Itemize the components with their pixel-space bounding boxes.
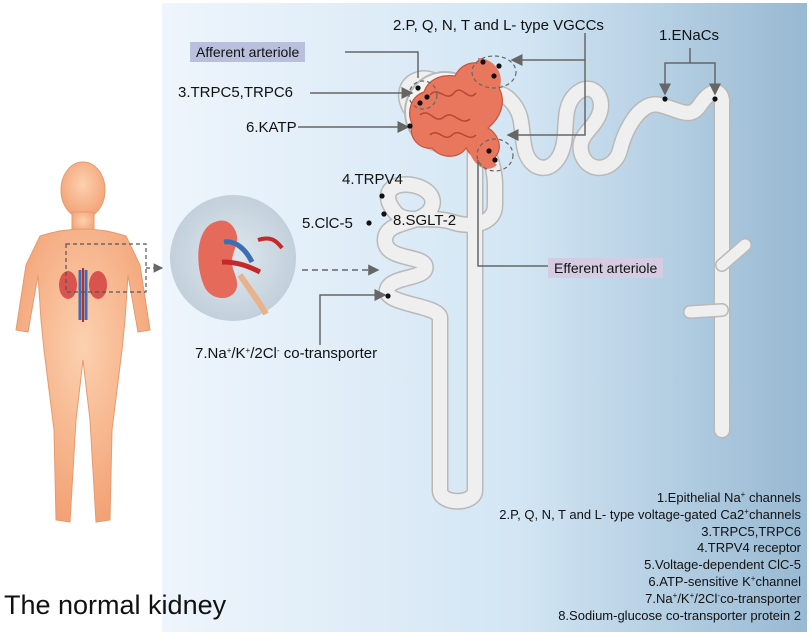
label-nkcc-sup: - bbox=[276, 346, 280, 355]
legend-item: 8.Sodium-glucose co-transporter protein … bbox=[558, 607, 801, 623]
label-nkcc-part: /2Cl bbox=[250, 345, 277, 362]
label-efferent-arteriole: Efferent arteriole bbox=[548, 258, 664, 278]
label-trpv4: 4.TRPV4 bbox=[342, 171, 403, 188]
legend-text: channels bbox=[745, 490, 801, 505]
label-trpc: 3.TRPC5,TRPC6 bbox=[178, 84, 294, 101]
legend-item: 3.TRPC5,TRPC6 bbox=[701, 523, 801, 539]
label-nkcc-part: 7.Na bbox=[195, 345, 227, 362]
connector-lines bbox=[298, 33, 721, 345]
legend-item: 2.P, Q, N, T and L- type voltage-gated C… bbox=[499, 507, 801, 524]
kidney-zoom-circle bbox=[170, 195, 296, 321]
legend-sup: + bbox=[689, 590, 695, 600]
label-enacs: 1.ENaCs bbox=[659, 27, 720, 44]
legend-text: 2.P, Q, N, T and L- type voltage-gated C… bbox=[499, 506, 745, 522]
label-nkcc-sup: + bbox=[226, 346, 232, 355]
legend-text: /K bbox=[677, 590, 690, 606]
label-vgcc: 2.P, Q, N, T and L- type VGCCs bbox=[393, 17, 604, 34]
legend: 1.Epithelial Na+ channels 2.P, Q, N, T a… bbox=[499, 490, 801, 624]
label-nkcc: 7.Na+/K+/2Cl- co-transporter bbox=[195, 346, 377, 362]
legend-sup: + bbox=[744, 506, 749, 516]
channel-dots bbox=[366, 59, 718, 299]
legend-sup: + bbox=[672, 590, 678, 600]
legend-item: 1.Epithelial Na+ channels bbox=[499, 490, 801, 507]
legend-text: 1.Epithelial Na bbox=[656, 490, 741, 505]
legend-text: channel bbox=[755, 573, 801, 589]
label-sglt2: 8.SGLT-2 bbox=[393, 212, 457, 229]
label-nkcc-sup: + bbox=[245, 346, 251, 355]
label-clc5: 5.ClC-5 bbox=[302, 215, 353, 232]
legend-item: 6.ATP-sensitive K+channel bbox=[499, 574, 801, 591]
legend-item: 4.TRPV4 receptor bbox=[696, 540, 801, 556]
label-nkcc-part: /K bbox=[231, 345, 246, 362]
legend-item: 7.Na+/K+/2Cl-co-transporter bbox=[499, 591, 801, 608]
label-katp: 6.KATP bbox=[246, 119, 297, 136]
legend-text: channels bbox=[748, 506, 801, 522]
vgcc-focus-ellipse bbox=[471, 55, 517, 89]
legend-text: 6.ATP-sensitive K bbox=[648, 573, 751, 589]
legend-text: 7.Na bbox=[645, 590, 673, 606]
legend-text: co-transporter bbox=[720, 590, 801, 606]
human-body-figure bbox=[15, 161, 151, 523]
figure-caption: The normal kidney bbox=[4, 590, 227, 620]
kidney-icon bbox=[198, 220, 284, 316]
efferent-focus-ellipse bbox=[476, 138, 514, 172]
legend-sup: + bbox=[750, 573, 756, 583]
legend-sup: + bbox=[740, 490, 746, 499]
body-zoom-box bbox=[65, 243, 147, 293]
legend-text: /2Cl bbox=[694, 590, 718, 606]
legend-item: 5.Voltage-dependent ClC-5 bbox=[644, 557, 801, 573]
label-nkcc-part: co-transporter bbox=[283, 345, 378, 362]
legend-sup: - bbox=[717, 590, 721, 600]
label-afferent-arteriole: Afferent arteriole bbox=[190, 42, 306, 62]
